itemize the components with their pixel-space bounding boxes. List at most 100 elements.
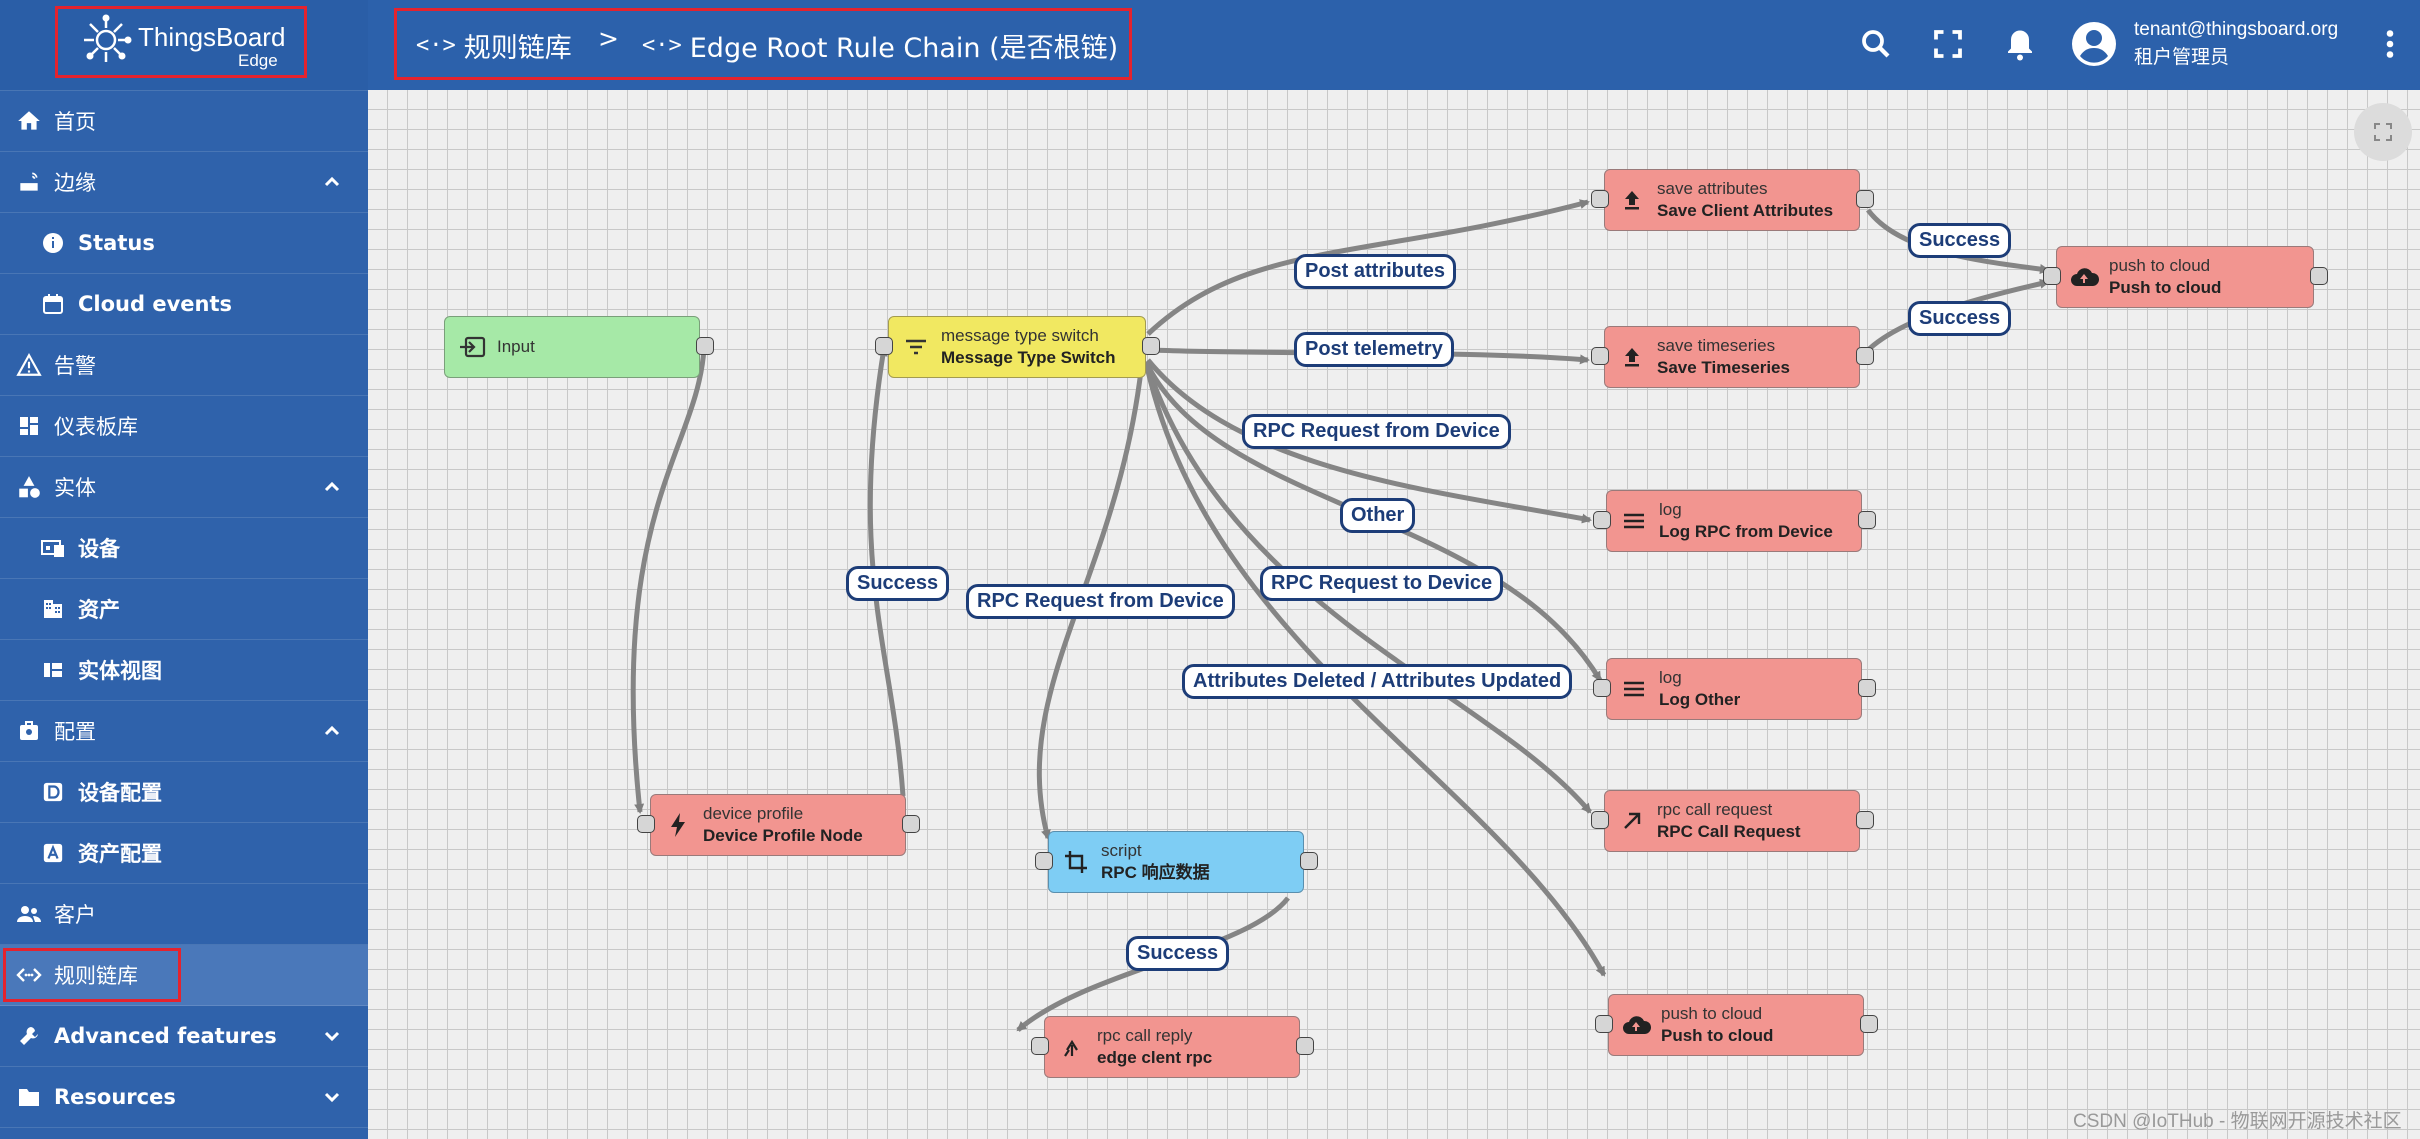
connection-label-success[interactable]: Success: [1126, 936, 1230, 971]
node-output-port[interactable]: [696, 337, 714, 355]
node-output-port[interactable]: [1296, 1037, 1314, 1055]
sidebar-item-customers[interactable]: 客户: [0, 884, 368, 945]
notifications-bell-icon[interactable]: [2002, 26, 2038, 62]
canvas-fullscreen-button[interactable]: [2354, 103, 2412, 161]
connection-label-success[interactable]: Success: [846, 566, 950, 601]
sidebar-item-label: 客户: [54, 903, 96, 927]
sidebar-item-status[interactable]: Status: [0, 213, 368, 274]
node-name: Log Other: [1659, 690, 1741, 709]
code-icon: [14, 960, 44, 990]
connection-label-post-telemetry[interactable]: Post telemetry: [1294, 332, 1454, 367]
breadcrumb-rule-chains[interactable]: <·> 规则链库: [416, 26, 572, 65]
sidebar-item-dashboards[interactable]: 仪表板库: [0, 396, 368, 457]
sidebar-item-label: 配置: [54, 720, 96, 744]
edge-rpc-from-device-log: [1146, 358, 1592, 524]
node-input-port[interactable]: [1591, 190, 1609, 208]
node-input-port[interactable]: [637, 815, 655, 833]
logo[interactable]: ThingsBoard Edge: [0, 0, 368, 91]
search-icon[interactable]: [1858, 26, 1894, 62]
chevron-up-icon[interactable]: [320, 719, 344, 743]
sidebar-item-devices[interactable]: 设备: [0, 518, 368, 579]
node-input-port[interactable]: [1591, 347, 1609, 365]
connection-label-success[interactable]: Success: [1908, 301, 2012, 336]
sidebar-item-advanced-features[interactable]: Advanced features: [0, 1006, 368, 1067]
node-input-port[interactable]: [875, 337, 893, 355]
top-toolbar: <·> 规则链库 > <·> Edge Root Rule Chain (是否根…: [368, 0, 2420, 90]
node-name: Push to cloud: [1661, 1026, 1774, 1045]
node-output-port[interactable]: [1860, 1015, 1878, 1033]
node-output-port[interactable]: [1856, 347, 1874, 365]
account-avatar-icon[interactable]: [2070, 20, 2118, 68]
node-input-port[interactable]: [1593, 679, 1611, 697]
node-name: Save Timeseries: [1657, 358, 1790, 377]
node-output-port[interactable]: [902, 815, 920, 833]
node-input-port[interactable]: [1595, 1015, 1613, 1033]
connection-label-rpc-to-device[interactable]: RPC Request to Device: [1260, 566, 1504, 601]
sidebar-item-assets[interactable]: 资产: [0, 579, 368, 640]
sidebar-item-home[interactable]: 首页: [0, 91, 368, 152]
node-input-port[interactable]: [1591, 811, 1609, 829]
chevron-down-icon[interactable]: [320, 1085, 344, 1109]
node-output-port[interactable]: [1858, 679, 1876, 697]
connection-label-post-attributes[interactable]: Post attributes: [1294, 254, 1457, 289]
rule-chains-highlight-box: [3, 948, 181, 1002]
connection-label-rpc-from-device[interactable]: RPC Request from Device: [966, 584, 1235, 619]
sidebar-item-alarms[interactable]: 告警: [0, 335, 368, 396]
connection-label-rpc-from-device[interactable]: RPC Request from Device: [1242, 414, 1511, 449]
sidebar-item-label: Resources: [54, 1085, 176, 1109]
node-input-port[interactable]: [1031, 1037, 1049, 1055]
node-output-port[interactable]: [1300, 852, 1318, 870]
chevron-up-icon[interactable]: [320, 170, 344, 194]
chevron-down-icon[interactable]: [320, 1024, 344, 1048]
node-input-port[interactable]: [1035, 852, 1053, 870]
node-output-port[interactable]: [2310, 267, 2328, 285]
sidebar-item-entity-views[interactable]: 实体视图: [0, 640, 368, 701]
node-input-port[interactable]: [2043, 267, 2061, 285]
sidebar-item-rule-chains[interactable]: 规则链库: [0, 945, 368, 1006]
node-output-port[interactable]: [1142, 337, 1160, 355]
breadcrumb-separator: >: [598, 24, 619, 53]
chevron-up-icon[interactable]: [320, 475, 344, 499]
connection-label-attributes-updated[interactable]: Attributes Deleted / Attributes Updated: [1182, 664, 1573, 699]
sidebar-item-cloud-events[interactable]: Cloud events: [0, 274, 368, 335]
connection-label-success[interactable]: Success: [1908, 223, 2012, 258]
node-output-port[interactable]: [1856, 811, 1874, 829]
devices-icon: [38, 533, 68, 563]
sidebar-item-resources[interactable]: Resources: [0, 1067, 368, 1128]
sidebar-item-label: 资产: [78, 598, 120, 622]
sidebar-item-label: 告警: [54, 354, 96, 378]
user-info[interactable]: tenant@thingsboard.org 租户管理员: [2134, 16, 2338, 72]
connection-label-other[interactable]: Other: [1340, 498, 1416, 533]
user-role: 租户管理员: [2134, 47, 2230, 68]
rule-node-input[interactable]: Input: [444, 316, 700, 378]
node-input-port[interactable]: [1593, 511, 1611, 529]
sidebar-item-edge[interactable]: 边缘: [0, 152, 368, 213]
node-output-port[interactable]: [1858, 511, 1876, 529]
folder-icon: [14, 1082, 44, 1112]
sidebar-item-profiles[interactable]: 配置: [0, 701, 368, 762]
sidebar-item-label: 资产配置: [78, 842, 162, 866]
sidebar-item-asset-profiles[interactable]: 资产配置: [0, 823, 368, 884]
more-vert-icon[interactable]: [2372, 26, 2408, 62]
sidebar-item-label: 仪表板库: [54, 415, 138, 439]
sidebar-item-device-profiles[interactable]: 设备配置: [0, 762, 368, 823]
edge-attributes-updated: [1143, 361, 1607, 977]
node-output-port[interactable]: [1856, 190, 1874, 208]
view-quilt-icon: [38, 655, 68, 685]
home-icon: [14, 106, 44, 136]
sidebar-item-entities[interactable]: 实体: [0, 457, 368, 518]
fullscreen-icon[interactable]: [1930, 26, 1966, 62]
input-icon: [457, 332, 487, 362]
